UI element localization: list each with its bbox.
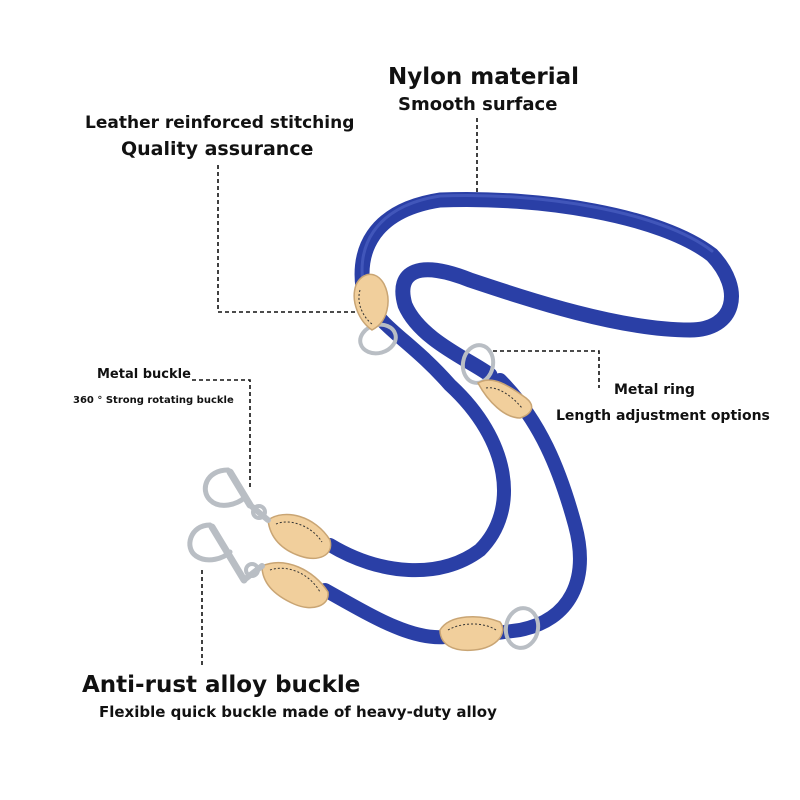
- leather-sleeve-bottom: [439, 616, 504, 652]
- leather-stitching-title: Leather reinforced stitching: [85, 113, 355, 133]
- metal-rings: [358, 322, 541, 650]
- metal-buckle-subtitle: 360 ° Strong rotating buckle: [73, 395, 234, 406]
- metal-ring-subtitle: Length adjustment options: [556, 408, 770, 424]
- leather-sleeve-hook1: [267, 513, 332, 560]
- rope-strand-bottom: [318, 583, 452, 645]
- leader-lines: [192, 118, 600, 665]
- metal-ring-title: Metal ring: [614, 382, 695, 398]
- nylon-material-subtitle: Smooth surface: [398, 94, 558, 115]
- metal-buckle-leader-line: [192, 379, 251, 490]
- leather-leader-line: [217, 165, 362, 313]
- metal-ring-leader-line: [493, 350, 600, 388]
- alloy-buckle-subtitle: Flexible quick buckle made of heavy-duty…: [99, 703, 497, 721]
- snap-hook-lower: [187, 522, 265, 584]
- leather-sleeve-top: [353, 273, 389, 331]
- metal-ring-bottom: [503, 606, 541, 650]
- metal-buckle-title: Metal buckle: [97, 367, 191, 382]
- rope-strand-upper: [323, 298, 511, 578]
- alloy-buckle-title: Anti-rust alloy buckle: [82, 672, 361, 698]
- leather-sleeve-middle: [476, 379, 533, 419]
- leather-sleeves: [261, 273, 533, 652]
- leather-stitching-subtitle: Quality assurance: [121, 138, 314, 160]
- snap-hook-upper: [203, 467, 271, 523]
- stitching: [269, 289, 523, 631]
- rope-loop: [354, 192, 739, 383]
- nylon-material-title: Nylon material: [388, 64, 580, 90]
- leather-sleeve-hook2: [261, 562, 329, 609]
- metal-ring-middle: [460, 343, 496, 385]
